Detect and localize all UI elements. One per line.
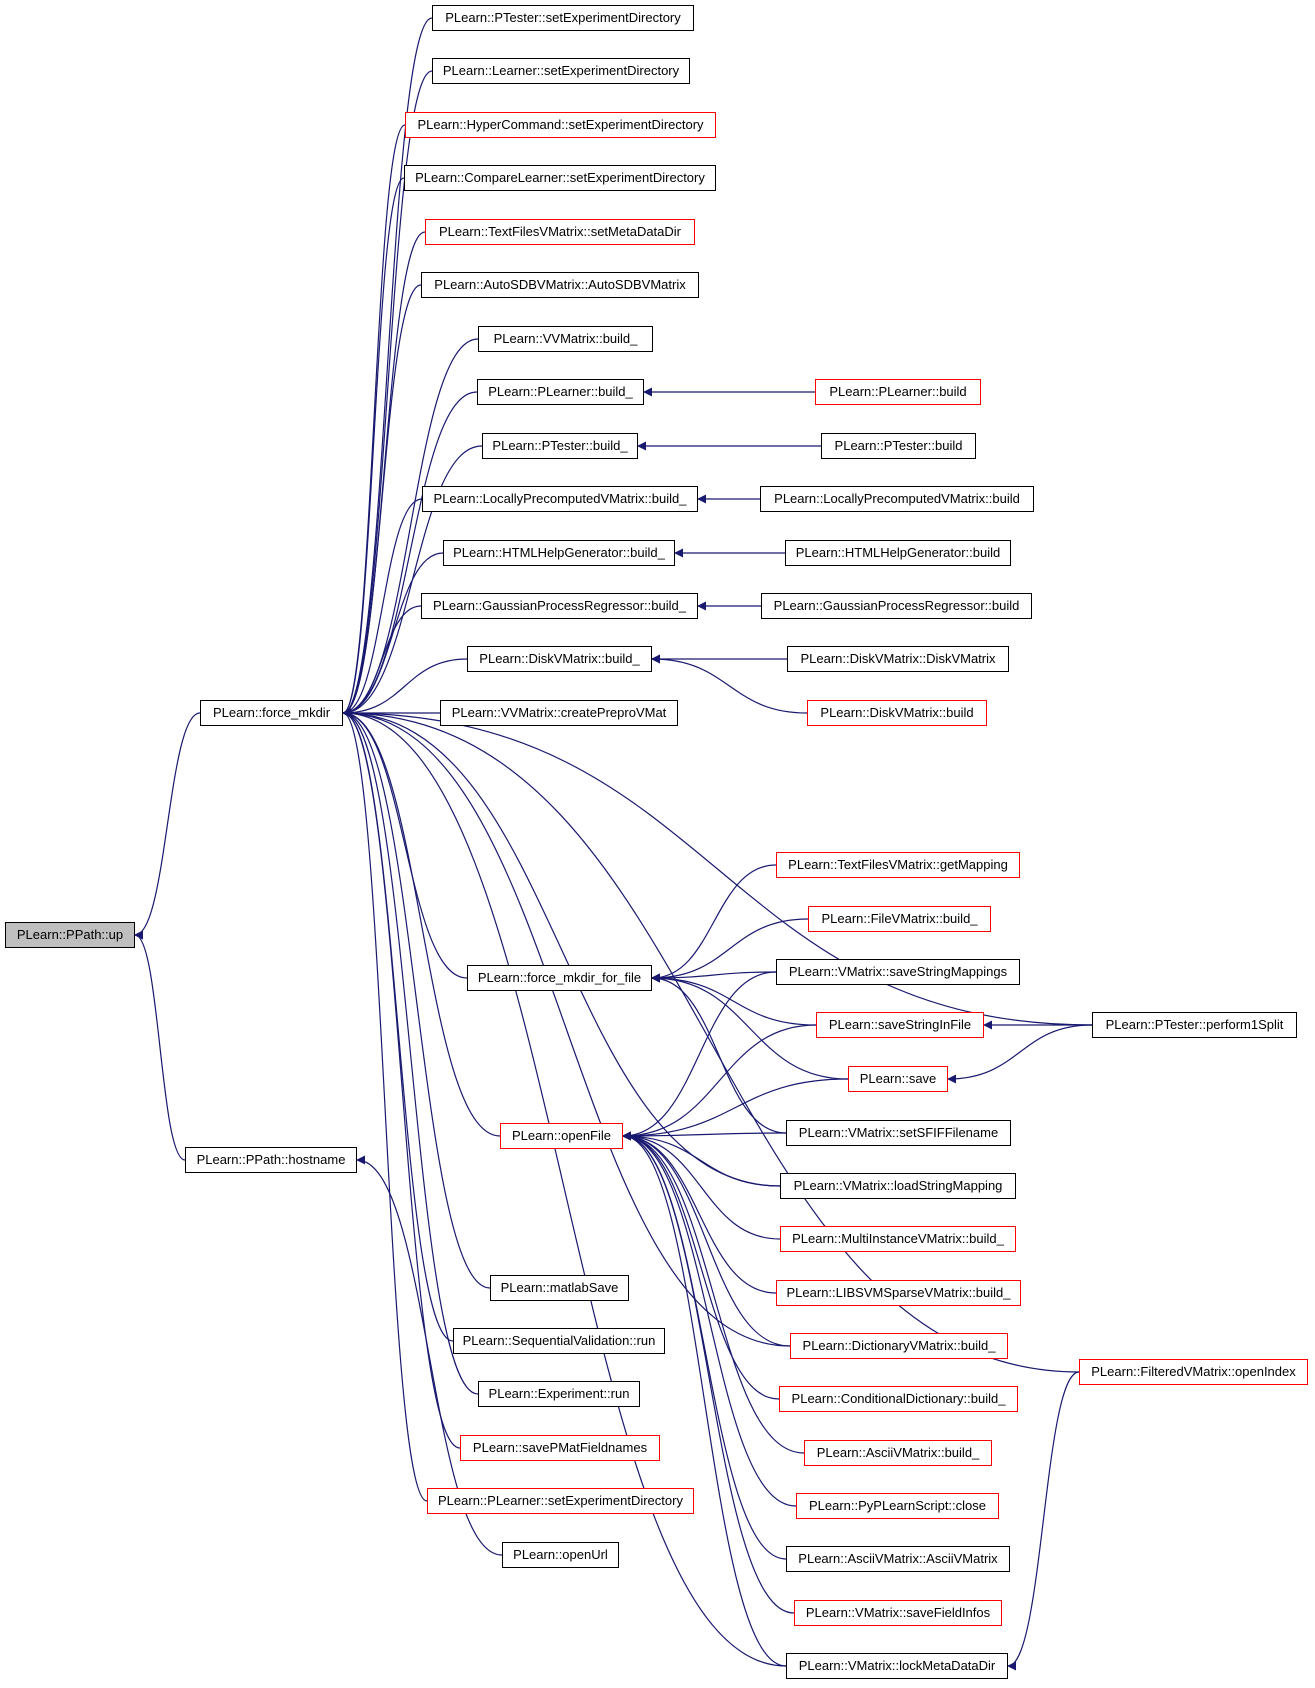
edge-force-mkdir-for-file-to-vmatrix-setsfif <box>651 973 787 1134</box>
edge-force-mkdir-for-file-to-save <box>651 973 849 1080</box>
edge-force-mkdir-for-file-to-textfiles-getmapping <box>651 864 777 983</box>
node-plearner-setexpdir[interactable]: PLearn::PLearner::setExperimentDirectory <box>427 1488 694 1514</box>
edge-force-mkdir-to-diskv-build- <box>342 658 468 718</box>
node-savestringinfile[interactable]: PLearn::saveStringInFile <box>816 1012 984 1038</box>
node-gaussian-build-[interactable]: PLearn::GaussianProcessRegressor::build_ <box>421 593 698 619</box>
edge-openfile-to-vmatrix-lockmetadatadir <box>622 1131 787 1667</box>
edge-openfile-to-vmatrix-savestringmappings <box>622 971 777 1141</box>
node-diskv-build-[interactable]: PLearn::DiskVMatrix::build_ <box>467 646 652 672</box>
node-openfile[interactable]: PLearn::openFile <box>500 1123 623 1149</box>
edge-hostname-to-openurl <box>356 1155 503 1556</box>
edge-force-mkdir-to-plearner-setexpdir <box>342 708 428 1502</box>
edge-force-mkdir-to-ptester-perform1split <box>342 708 1093 1026</box>
node-diskv-build[interactable]: PLearn::DiskVMatrix::build <box>807 700 987 726</box>
node-autosdbv[interactable]: PLearn::AutoSDBVMatrix::AutoSDBVMatrix <box>421 272 699 298</box>
node-plearner-build[interactable]: PLearn::PLearner::build <box>815 379 981 405</box>
edge-openfile-to-vmatrix-loadstringmapping <box>622 1131 781 1187</box>
edge-force-mkdir-to-learner-setexpdir <box>342 70 433 718</box>
edge-force-mkdir-to-filteredv-openindex <box>342 708 1080 1373</box>
node-learner-setexpdir[interactable]: PLearn::Learner::setExperimentDirectory <box>432 58 690 84</box>
node-savepmat[interactable]: PLearn::savePMatFieldnames <box>460 1435 660 1461</box>
node-conddict-build-[interactable]: PLearn::ConditionalDictionary::build_ <box>779 1386 1018 1412</box>
edge-openfile-to-asciiv-build- <box>622 1131 805 1454</box>
node-gaussian-build[interactable]: PLearn::GaussianProcessRegressor::build <box>761 593 1032 619</box>
node-ptester-build-[interactable]: PLearn::PTester::build_ <box>482 433 638 459</box>
node-vmatrix-savestringmappings[interactable]: PLearn::VMatrix::saveStringMappings <box>776 959 1020 985</box>
edge-force-mkdir-to-dictionaryv-build- <box>342 708 791 1347</box>
node-ptester-build[interactable]: PLearn::PTester::build <box>821 433 976 459</box>
edge-openfile-to-savestringinfile <box>622 1024 817 1141</box>
edge-force-mkdir-for-file-to-savestringinfile <box>651 973 817 1026</box>
edge-openfile-to-multiinstance-build- <box>622 1131 781 1240</box>
edge-force-mkdir-to-autosdbv <box>342 284 422 718</box>
node-textfiles-setmetadatadir[interactable]: PLearn::TextFilesVMatrix::setMetaDataDir <box>425 219 695 245</box>
edge-force-mkdir-to-vmatrix-lockmetadatadir <box>342 708 787 1667</box>
node-force-mkdir[interactable]: PLearn::force_mkdir <box>200 700 343 726</box>
node-asciiv-build-[interactable]: PLearn::AsciiVMatrix::build_ <box>804 1440 992 1466</box>
edge-force-mkdir-to-openfile <box>342 708 501 1137</box>
node-asciiv-ctor[interactable]: PLearn::AsciiVMatrix::AsciiVMatrix <box>786 1546 1010 1572</box>
edge-save-to-ptester-perform1split <box>947 1024 1093 1084</box>
node-vmatrix-setsfif[interactable]: PLearn::VMatrix::setSFIFFilename <box>786 1120 1011 1146</box>
edge-force-mkdir-to-gaussian-build- <box>342 605 422 718</box>
node-filev-build-[interactable]: PLearn::FileVMatrix::build_ <box>808 906 991 932</box>
node-vmatrix-lockmetadatadir[interactable]: PLearn::VMatrix::lockMetaDataDir <box>786 1653 1008 1679</box>
node-hypercommand-setexpdir[interactable]: PLearn::HyperCommand::setExperimentDirec… <box>405 112 716 138</box>
edge-openfile-to-pyplearn-close <box>622 1131 797 1507</box>
edge-force-mkdir-to-matlabsave <box>342 708 491 1289</box>
node-vvmatrix-createprepro[interactable]: PLearn::VVMatrix::createPreproVMat <box>440 700 678 726</box>
edge-diskv-build--to-diskv-build <box>651 654 808 714</box>
node-locally-build-[interactable]: PLearn::LocallyPrecomputedVMatrix::build… <box>422 486 698 512</box>
node-diskv-ctor[interactable]: PLearn::DiskVMatrix::DiskVMatrix <box>787 646 1009 672</box>
node-filteredv-openindex[interactable]: PLearn::FilteredVMatrix::openIndex <box>1079 1359 1308 1385</box>
node-openurl[interactable]: PLearn::openUrl <box>502 1542 619 1568</box>
node-vmatrix-savefieldinfos[interactable]: PLearn::VMatrix::saveFieldInfos <box>794 1600 1002 1626</box>
node-force-mkdir-for-file[interactable]: PLearn::force_mkdir_for_file <box>467 965 652 991</box>
edge-force-mkdir-for-file-to-vmatrix-savestringmappings <box>651 971 777 983</box>
edge-openfile-to-vmatrix-setsfif <box>622 1131 787 1141</box>
edge-force-mkdir-for-file-to-filev-build- <box>651 918 809 983</box>
edge-up-to-hostname <box>134 930 186 1161</box>
edge-openfile-to-conddict-build- <box>622 1131 780 1400</box>
node-ptester-setexpdir[interactable]: PLearn::PTester::setExperimentDirectory <box>432 5 694 31</box>
node-pyplearn-close[interactable]: PLearn::PyPLearnScript::close <box>796 1493 999 1519</box>
node-experiment-run[interactable]: PLearn::Experiment::run <box>478 1381 640 1407</box>
node-vmatrix-loadstringmapping[interactable]: PLearn::VMatrix::loadStringMapping <box>780 1173 1016 1199</box>
edge-openfile-to-save <box>622 1078 849 1141</box>
node-up: PLearn::PPath::up <box>5 922 135 948</box>
node-seqval-run[interactable]: PLearn::SequentialValidation::run <box>453 1328 665 1354</box>
edge-force-mkdir-to-savepmat <box>342 708 461 1449</box>
edge-force-mkdir-to-comparelearner-setexpdir <box>342 177 405 718</box>
edge-openfile-to-vmatrix-savefieldinfos <box>622 1131 795 1614</box>
node-comparelearner-setexpdir[interactable]: PLearn::CompareLearner::setExperimentDir… <box>404 165 716 191</box>
node-htmlhelp-build[interactable]: PLearn::HTMLHelpGenerator::build <box>785 540 1011 566</box>
node-matlabsave[interactable]: PLearn::matlabSave <box>490 1275 629 1301</box>
node-save[interactable]: PLearn::save <box>848 1066 948 1092</box>
node-htmlhelp-build-[interactable]: PLearn::HTMLHelpGenerator::build_ <box>443 540 675 566</box>
node-multiinstance-build-[interactable]: PLearn::MultiInstanceVMatrix::build_ <box>780 1226 1016 1252</box>
edge-force-mkdir-to-locally-build- <box>342 498 423 718</box>
node-vvmatrix-build-[interactable]: PLearn::VVMatrix::build_ <box>478 326 653 352</box>
node-hostname[interactable]: PLearn::PPath::hostname <box>185 1147 357 1173</box>
node-ptester-perform1split[interactable]: PLearn::PTester::perform1Split <box>1092 1012 1297 1038</box>
node-dictionaryv-build-[interactable]: PLearn::DictionaryVMatrix::build_ <box>790 1333 1008 1359</box>
edge-vmatrix-lockmetadatadir-to-filteredv-openindex <box>1007 1371 1080 1671</box>
node-locally-build[interactable]: PLearn::LocallyPrecomputedVMatrix::build <box>760 486 1034 512</box>
node-libsvm-build-[interactable]: PLearn::LIBSVMSparseVMatrix::build_ <box>776 1280 1021 1306</box>
edge-force-mkdir-to-experiment-run <box>342 708 479 1395</box>
edge-openfile-to-dictionaryv-build- <box>622 1131 791 1347</box>
node-plearner-build-[interactable]: PLearn::PLearner::build_ <box>477 379 644 405</box>
edge-up-to-force-mkdir <box>134 712 201 940</box>
node-textfiles-getmapping[interactable]: PLearn::TextFilesVMatrix::getMapping <box>776 852 1020 878</box>
